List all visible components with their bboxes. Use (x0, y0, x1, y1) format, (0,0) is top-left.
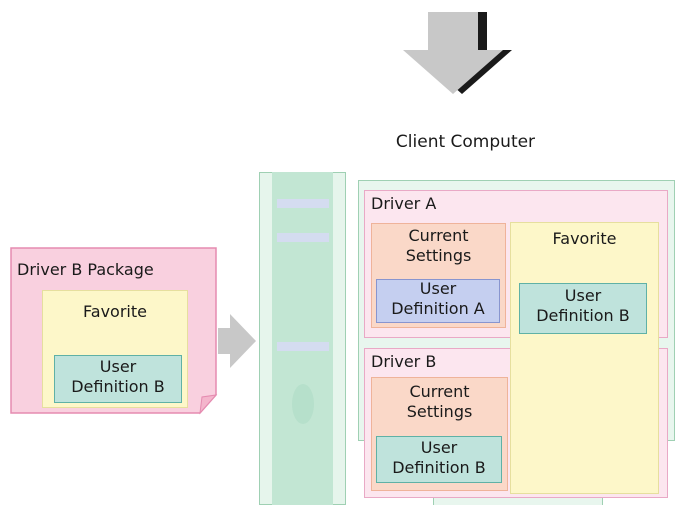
driver-a-current-line2: Settings (405, 246, 472, 265)
favorite-user-definition-b-line1: User (564, 286, 602, 305)
favorite-box (510, 222, 659, 494)
package-user-definition-b-label: User Definition B (54, 357, 182, 397)
drive-bay (277, 342, 329, 351)
user-definition-a-line2: Definition A (391, 299, 485, 318)
right-arrow-icon (218, 314, 256, 368)
drive-bay (277, 199, 329, 208)
driver-b-user-definition-b-label: User Definition B (376, 438, 502, 478)
driver-a-title: Driver A (371, 194, 437, 213)
favorite-user-definition-b-box (519, 283, 647, 334)
package-title: Driver B Package (17, 260, 154, 279)
package-user-definition-b-box (54, 355, 182, 403)
package-favorite-label: Favorite (83, 302, 147, 321)
computer-tower-panel (272, 172, 333, 505)
driver-a-current-settings-label: Current Settings (371, 226, 506, 266)
driver-b-user-definition-b-line2: Definition B (392, 458, 486, 477)
driver-b-current-line2: Settings (406, 402, 473, 421)
favorite-label: Favorite (552, 229, 617, 248)
user-definition-a-line1: User (419, 279, 457, 298)
favorite-user-definition-b-line2: Definition B (536, 306, 630, 325)
driver-b-current-line1: Current (409, 382, 470, 401)
driver-b-user-definition-b-box (376, 436, 502, 483)
down-arrow-icon (403, 12, 512, 94)
client-computer-title: Client Computer (395, 132, 536, 152)
favorite-user-definition-b-label: User Definition B (519, 286, 647, 326)
user-definition-a-label: User Definition A (376, 279, 500, 319)
driver-b-current-settings-label: Current Settings (371, 382, 508, 422)
user-definition-a-box (376, 279, 500, 323)
drive-bay (277, 233, 329, 242)
power-indicator (292, 384, 314, 424)
driver-b-user-definition-b-line1: User (420, 438, 458, 457)
package-user-definition-b-line2: Definition B (71, 377, 165, 396)
driver-a-current-line1: Current (408, 226, 469, 245)
package-user-definition-b-line1: User (99, 357, 137, 376)
driver-b-title: Driver B (371, 352, 437, 371)
